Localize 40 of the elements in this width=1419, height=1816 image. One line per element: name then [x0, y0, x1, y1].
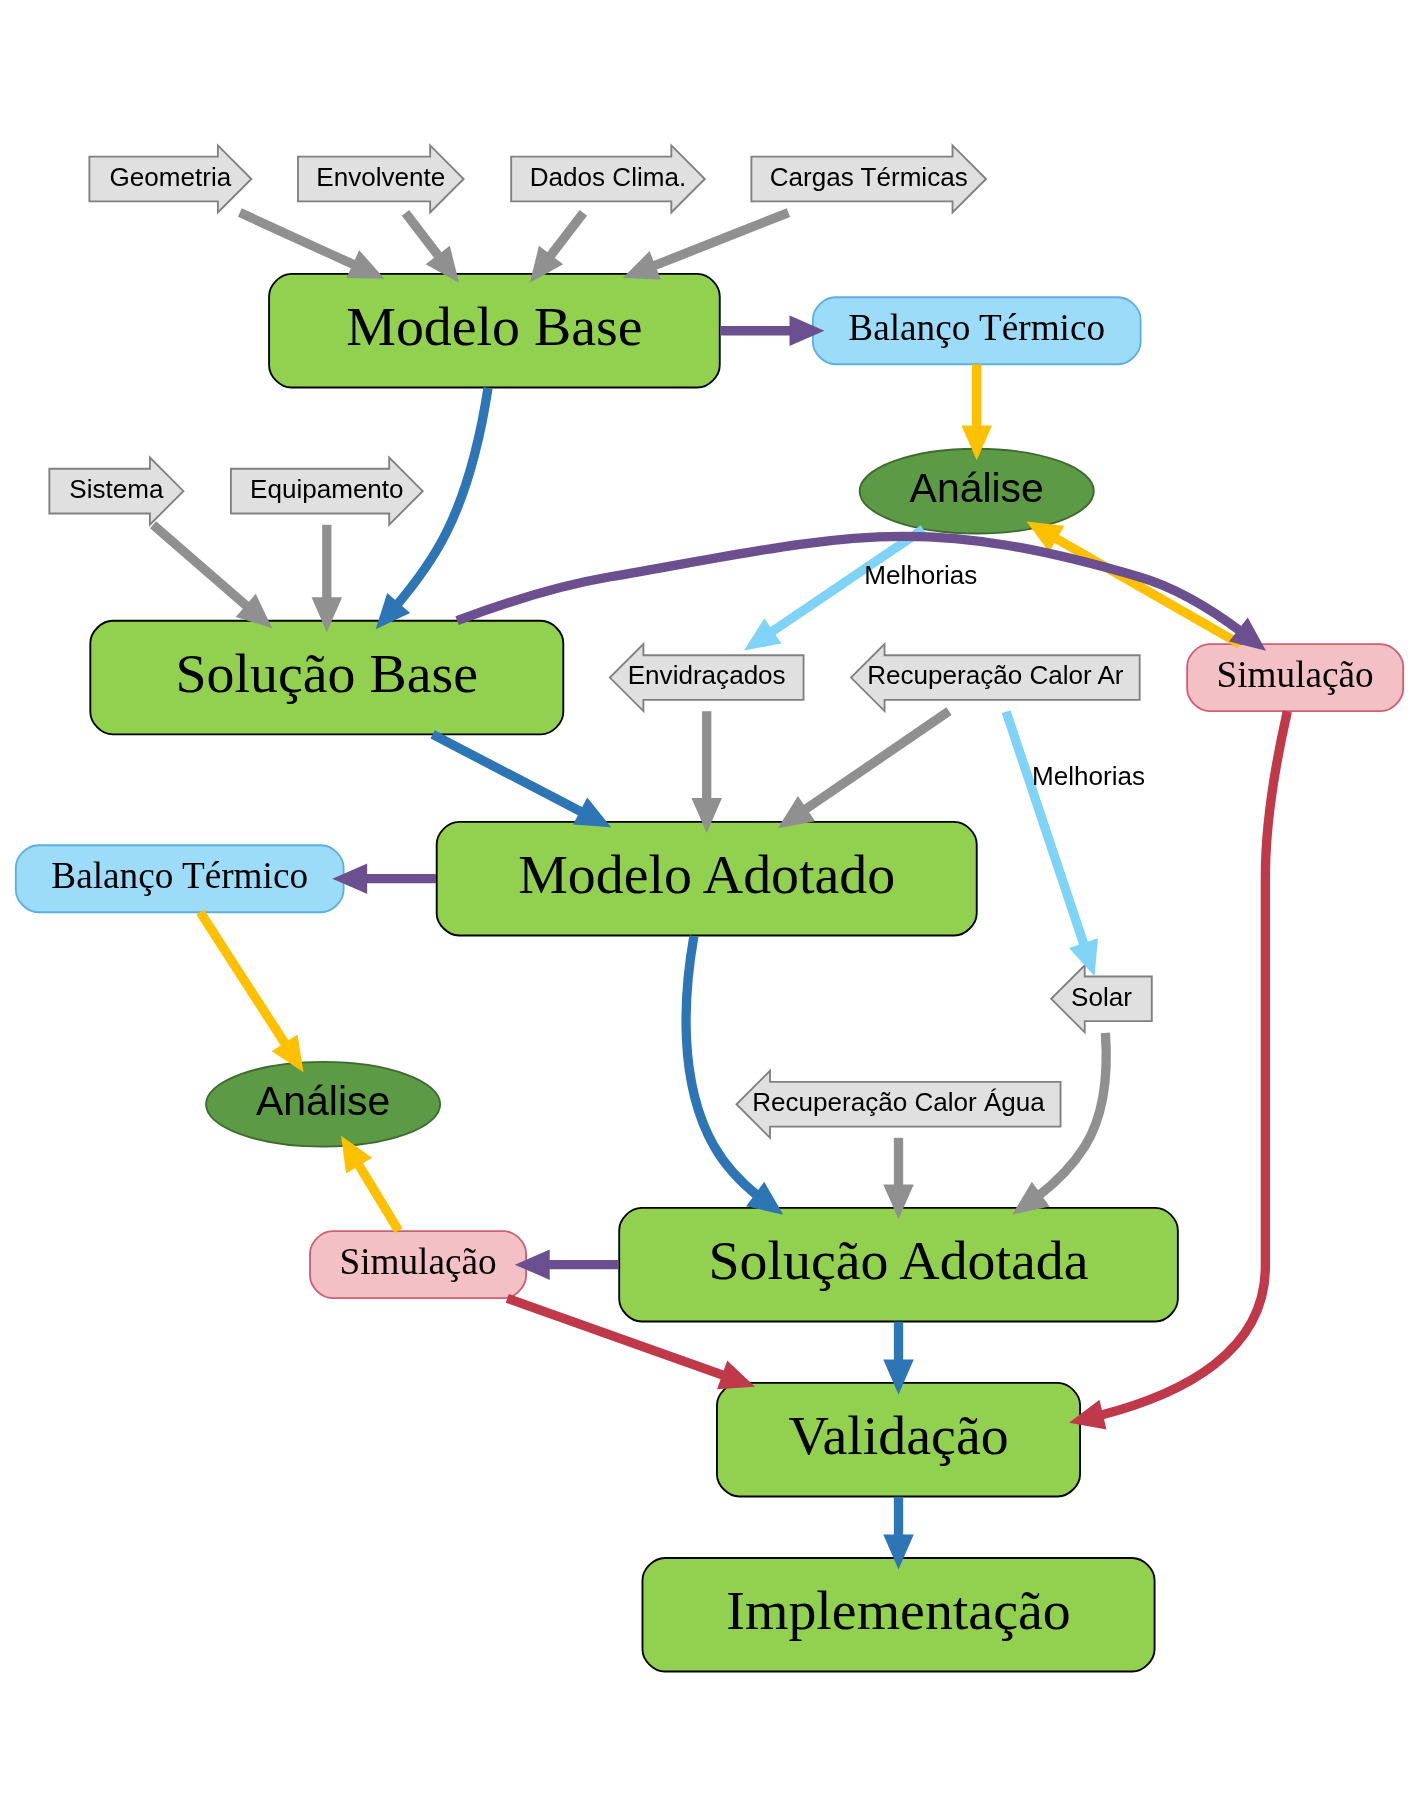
- arrow: [401, 209, 459, 283]
- node-box: Simulação: [309, 1229, 527, 1299]
- arrow: [777, 706, 952, 828]
- arrow: [332, 862, 436, 894]
- node-box: Validação: [716, 1381, 1081, 1497]
- node-ellipse: Análise: [858, 447, 1095, 534]
- arrow: [529, 209, 588, 283]
- arrow: [196, 909, 304, 1072]
- arrow: [341, 1135, 403, 1233]
- arrow: [237, 207, 385, 279]
- arrow: [720, 315, 825, 346]
- arrow: [622, 207, 791, 279]
- node-box: Balanço Térmico: [811, 295, 1142, 365]
- node-box: Solução Base: [89, 619, 565, 735]
- arrow: [883, 1137, 914, 1219]
- node-box: Modelo Adotado: [435, 820, 978, 936]
- node-box: Solução Adotada: [618, 1206, 1179, 1322]
- node-ellipse: Análise: [205, 1060, 442, 1148]
- arrow: [505, 1293, 756, 1389]
- arrow: [744, 524, 926, 650]
- arrow: [375, 386, 493, 629]
- node-box: Implementação: [641, 1556, 1156, 1672]
- arrow: [961, 363, 992, 460]
- arrow: [514, 1248, 619, 1280]
- arrow: [883, 1321, 914, 1394]
- arrow: [430, 729, 612, 827]
- edge-label: Melhorias: [864, 559, 978, 590]
- arrow: [455, 531, 1266, 651]
- node-box: Simulação: [1186, 642, 1405, 712]
- node-box: Modelo Base: [268, 272, 721, 388]
- arrow: [311, 524, 343, 632]
- node-box: Balanço Térmico: [14, 843, 345, 913]
- arrow: [691, 710, 722, 833]
- arrow: [1001, 709, 1098, 976]
- arrow: [1069, 709, 1292, 1430]
- arrow: [1012, 1032, 1111, 1214]
- edge-label: Melhorias: [1031, 760, 1145, 791]
- arrow: [150, 520, 273, 628]
- arrow: [883, 1496, 914, 1569]
- arrow: [681, 934, 784, 1215]
